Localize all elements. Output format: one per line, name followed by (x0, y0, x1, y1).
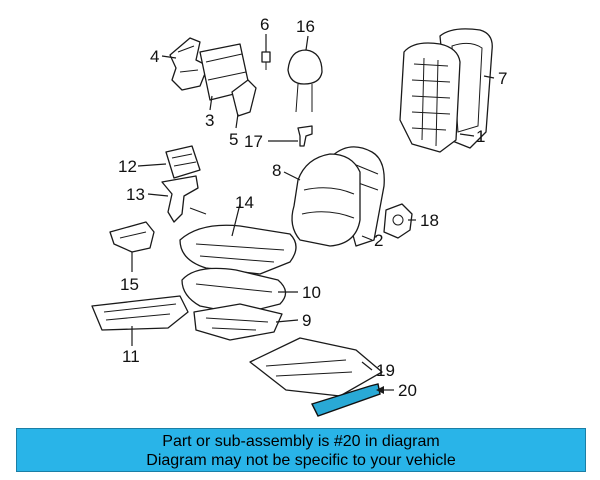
callout-3: 3 (205, 111, 214, 130)
callout-4: 4 (150, 47, 159, 66)
callout-20: 20 (398, 381, 417, 400)
callout-13: 13 (126, 185, 145, 204)
callout-5: 5 (229, 130, 238, 149)
part-17-headrest-guide (297, 125, 313, 147)
callout-10: 10 (302, 283, 321, 302)
leader-lines (131, 34, 495, 394)
part-15-side-shield (109, 221, 155, 253)
part-18-recliner (383, 203, 413, 239)
part-12-switch-housing (165, 145, 201, 179)
callout-19: 19 (376, 361, 395, 380)
part-10-seat-cushion-pad (181, 267, 287, 315)
callout-16: 16 (296, 17, 315, 36)
part-4-lumbar-bracket (169, 37, 209, 91)
part-19-seat-track (249, 337, 383, 397)
callout-17: 17 (244, 132, 263, 151)
info-banner: Part or sub-assembly is #20 in diagram D… (16, 428, 586, 472)
callout-2: 2 (374, 231, 383, 250)
part-5-side-trim (231, 79, 257, 117)
callout-11: 11 (122, 347, 140, 366)
part-16-headrest (287, 49, 323, 113)
banner-line-1: Part or sub-assembly is #20 in diagram (162, 433, 440, 450)
callout-9: 9 (302, 311, 311, 330)
part-6-bolt (261, 51, 271, 70)
callout-14: 14 (235, 193, 254, 212)
part-1-seatback-panel (399, 42, 461, 153)
callout-12: 12 (118, 157, 137, 176)
callout-15: 15 (120, 275, 139, 294)
part-14-seat-cushion-cover (179, 224, 297, 275)
part-8-seatback-cushion (291, 153, 361, 247)
callout-1: 1 (476, 127, 485, 146)
part-11-under-tray (91, 295, 189, 331)
callout-8: 8 (272, 161, 281, 180)
part-13-bracket (161, 175, 207, 223)
part-9-seat-pan (193, 303, 283, 341)
banner-line-2: Diagram may not be specific to your vehi… (146, 452, 456, 469)
callout-6: 6 (260, 15, 269, 34)
callout-7: 7 (498, 69, 507, 88)
callout-18: 18 (420, 211, 439, 230)
seat-parts-diagram: 4 3 5 6 16 17 7 1 12 13 8 2 18 14 15 10 … (91, 15, 507, 417)
